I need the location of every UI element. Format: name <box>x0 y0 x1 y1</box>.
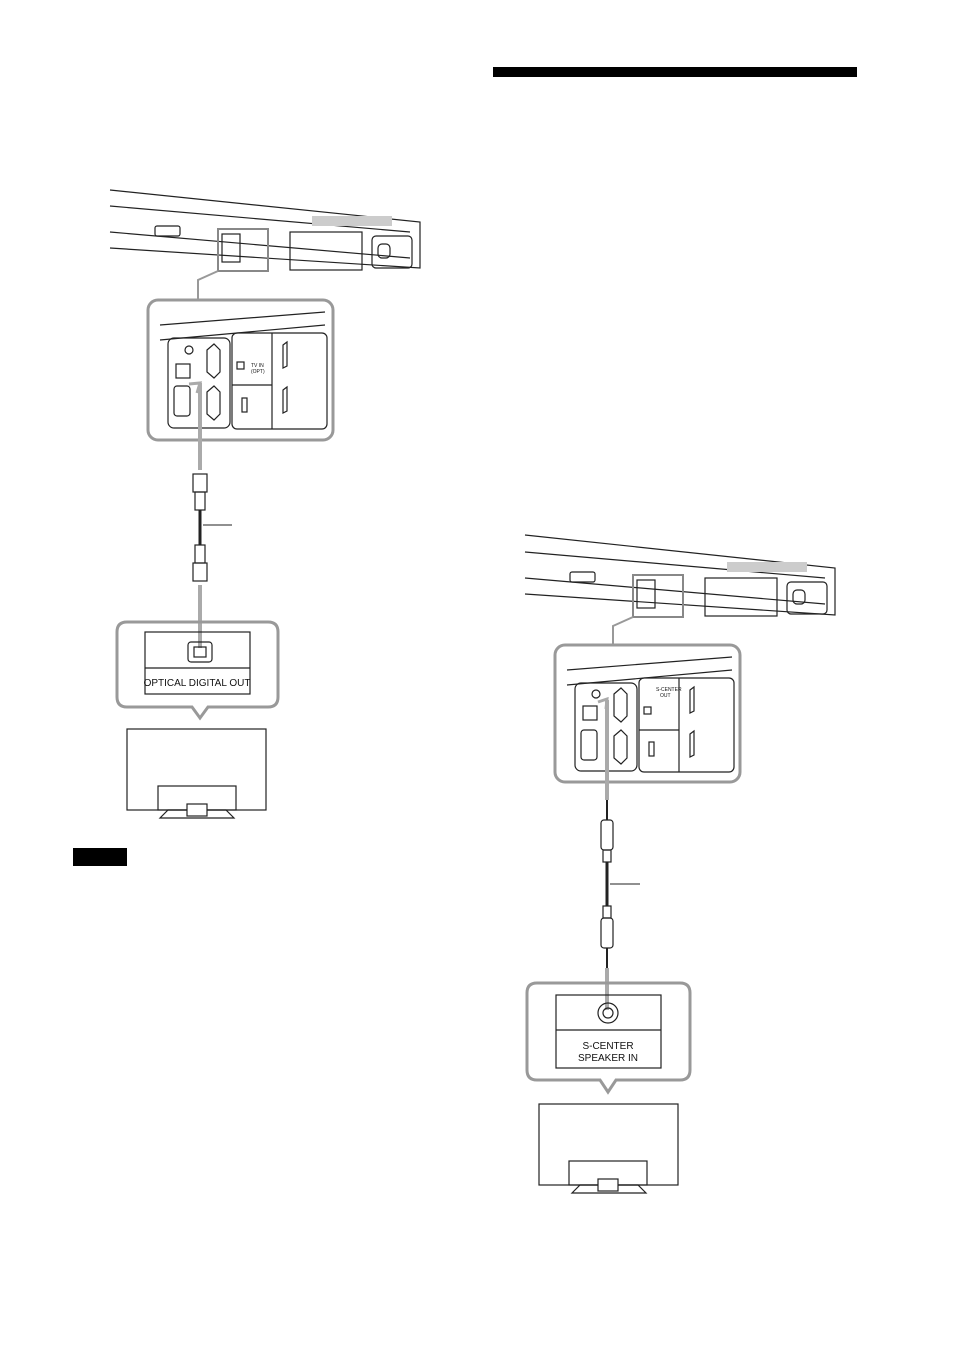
section-heading-bar <box>493 67 857 77</box>
tv-jack-label-line2: SPEAKER IN <box>578 1053 638 1064</box>
analog-port <box>591 689 601 699</box>
tv-icon <box>538 1103 679 1194</box>
rear-panel-callout: S-CENTER OUT <box>553 643 742 784</box>
port-label-tv-in: TV IN <box>251 363 264 369</box>
port-label-s-center: S-CENTER <box>656 687 682 693</box>
analog-cable <box>597 696 640 1010</box>
port-label-opt: (OPT) <box>251 369 265 375</box>
optical-port <box>175 363 191 379</box>
port-label-out: OUT <box>660 693 671 699</box>
note-label-box <box>73 848 127 866</box>
tv-jack-label-optical: OPTICAL DIGITAL OUT <box>144 678 251 689</box>
soundbar <box>109 189 421 272</box>
soundbar <box>524 534 836 618</box>
tv-icon <box>126 728 267 819</box>
tv-jack-callout: S-CENTER SPEAKER IN <box>525 981 692 1095</box>
tv-jack-callout: OPTICAL DIGITAL OUT <box>115 620 280 721</box>
left-optical-diagram: TV IN (OPT) OPTICAL DIGITAL OUT <box>109 189 421 819</box>
optical-cable <box>188 381 232 648</box>
right-analog-diagram: S-CENTER OUT S-CENTER SPEAKER IN <box>524 534 836 1194</box>
tv-jack-label-line1: S-CENTER <box>582 1041 633 1052</box>
rear-panel-callout: TV IN (OPT) <box>146 298 335 442</box>
